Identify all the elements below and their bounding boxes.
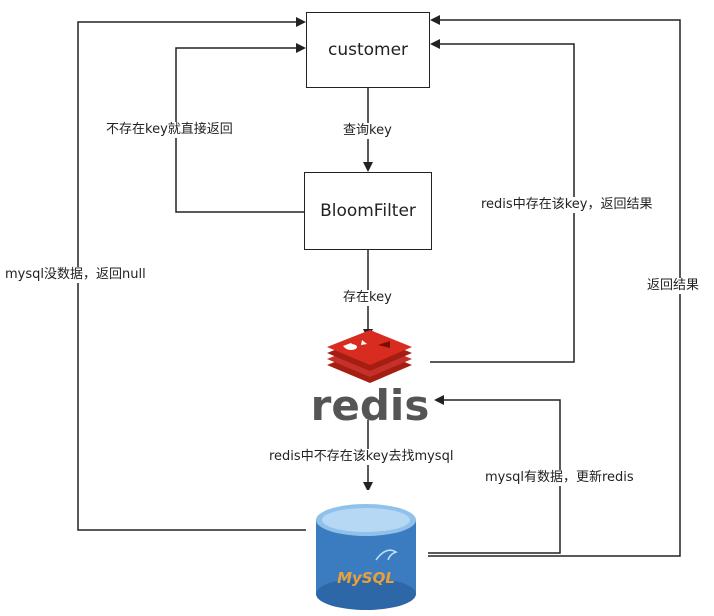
edge-label-not-exist-return: 不存在key就直接返回 [105,122,234,138]
edge-label-mysql-update-redis: mysql有数据，更新redis [484,470,635,486]
edge-label-redis-miss: redis中不存在该key去找mysql [268,449,455,465]
edge-label-return-result: 返回结果 [646,278,701,294]
edge-label-mysql-no-data: mysql没数据，返回null [4,267,147,283]
bloomfilter-label: BloomFilter [320,201,416,221]
redis-logo-icon: redis [311,330,430,430]
customer-label: customer [327,40,409,60]
edge-label-redis-has-key: redis中存在该key，返回结果 [480,197,654,213]
edge-label-exists-key: 存在key [342,290,393,306]
bloomfilter-node: BloomFilter [304,172,432,250]
mysql-logo-text: MySQL [337,569,395,587]
mysql-logo-icon: MySQL [306,490,428,616]
edge-label-query-key: 查询key [342,123,393,139]
redis-logo-text: redis [311,381,430,430]
customer-node: customer [306,12,430,88]
